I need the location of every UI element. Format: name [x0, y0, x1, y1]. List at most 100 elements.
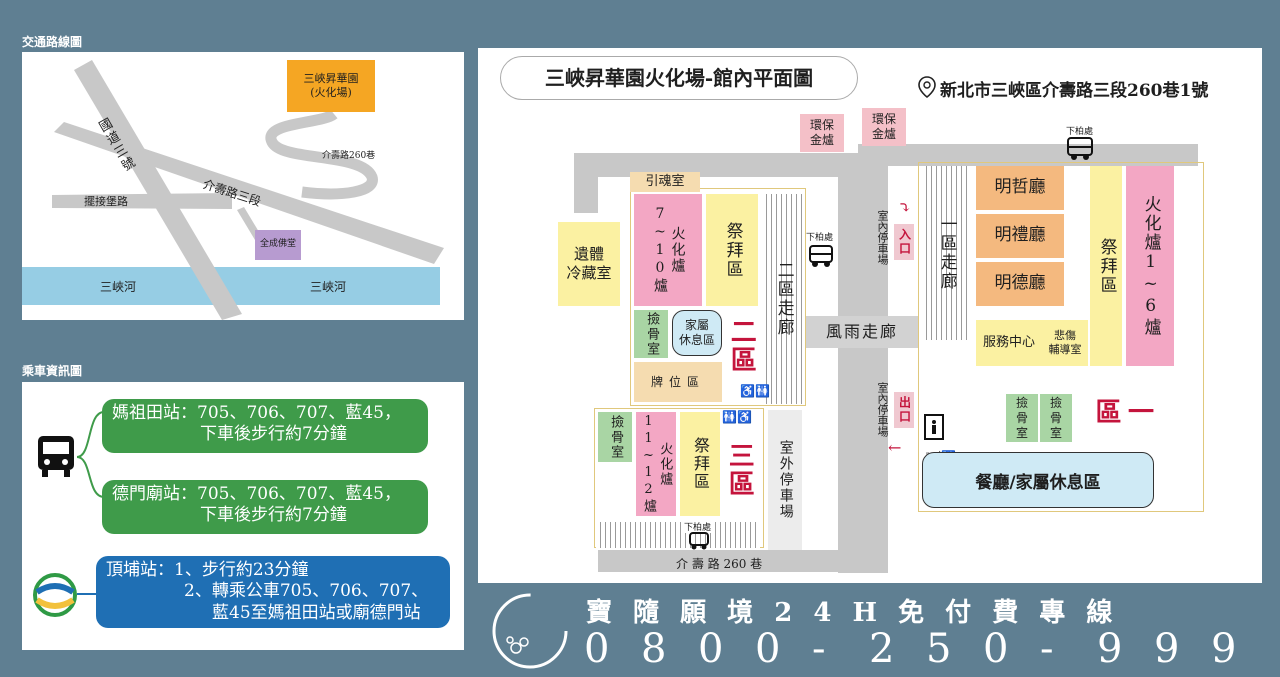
entrance-label: 入口	[894, 224, 914, 260]
indoor-parking-a: 室內停車場	[876, 210, 889, 265]
bus-stop-mazutian: 媽祖田站：705、706、707、藍45， 下車後步行約7分鐘	[102, 399, 428, 453]
hearse-icon-bottom	[688, 532, 710, 550]
metro-stop-dingpu-line2: 2、轉乘公車705、706、707、	[184, 581, 429, 602]
outdoor-parking: 室外停車場	[768, 410, 802, 550]
hotline-digit: 8	[641, 626, 667, 672]
lane-label: 介 壽 路 260 巷	[676, 557, 763, 571]
cold-storage-room: 遺體 冷藏室	[558, 222, 620, 306]
route-map-svg	[22, 60, 444, 320]
worship-area-b: 祭拜區	[680, 412, 720, 516]
metro-logo-icon	[32, 572, 78, 618]
rain-corridor: 風雨走廊	[806, 316, 918, 348]
road-bottom	[598, 550, 888, 572]
zone-3-label: 三區	[724, 442, 755, 498]
road-260-shape	[265, 109, 378, 200]
hotline-digit: -	[812, 626, 826, 672]
furnace-1-6: 火化爐1~6爐	[1126, 166, 1174, 366]
bone-room-c: 撿 骨 室	[1006, 394, 1038, 442]
road-center-vertical	[838, 153, 888, 573]
hearse-icon-top	[1066, 136, 1094, 162]
soul-room: 引魂室	[630, 172, 700, 192]
corridor-zone-2: 二區走廊	[762, 194, 804, 404]
elevator-icon	[924, 414, 944, 440]
road-bailin-shape	[52, 193, 232, 209]
bus-stop-mazutian-line1: 媽祖田站：705、706、707、藍45，	[112, 403, 401, 423]
hotline-digit: -	[1040, 626, 1054, 672]
exit-arrow-icon: ←	[888, 438, 902, 457]
worship-area-a: 祭拜區	[706, 194, 758, 306]
hotline-digit: 9	[1097, 626, 1123, 672]
road-top	[574, 153, 874, 177]
floorplan-panel: 三峽昇華園火化場-館內平面圖 新北市三峽區介壽路三段260巷1號 介 壽 路 2…	[478, 48, 1262, 583]
dropoff-lane-bottom	[596, 522, 760, 548]
temple-marker: 全成佛堂	[255, 230, 301, 260]
bus-info-title: 乘車資訊圖	[22, 364, 83, 378]
traffic-map-panel: 國道三號 介壽路三段 介壽路260巷 擺接堡路 三峽河 三峽河 三峽昇華園 (火…	[22, 52, 464, 320]
bus-stop-demen-line1: 德門廟站：705、706、707、藍45，	[112, 484, 401, 504]
hotline-label: 寶 隨 願 境 2 4 H 免 付 費 專 線	[586, 598, 1119, 628]
bus-stop-demen: 德門廟站：705、706、707、藍45， 下車後步行約7分鐘	[102, 480, 428, 534]
zone-1-outline	[918, 162, 1204, 512]
hotline-digit: 0	[983, 626, 1009, 672]
zone-2-outline	[630, 188, 806, 406]
bone-room-b: 撿骨室	[598, 412, 632, 462]
road-top-right	[858, 144, 1198, 166]
bus-icon	[36, 434, 76, 478]
indoor-parking-b: 室內停車場	[876, 382, 889, 437]
metro-stop-dingpu-line1: 頂埔站：1、步行約23分鐘	[106, 560, 309, 580]
bus-stop-mazutian-line2: 下車後步行約7分鐘	[200, 424, 347, 445]
bone-room-d: 撿 骨 室	[1040, 394, 1072, 442]
dropoff-label-top: 下柏處	[1066, 127, 1094, 137]
road-260-label: 介壽路260巷	[322, 151, 376, 161]
hall-mingli: 明禮廳	[976, 214, 1064, 258]
metro-stop-dingpu-line3: 藍45至媽祖田站或廟德門站	[212, 602, 421, 623]
hotline-digit: 9	[1154, 626, 1180, 672]
river-right-label: 三峽河	[310, 280, 347, 294]
hotline-digit: 5	[926, 626, 952, 672]
corridor-zone-1: 一區走廊	[922, 166, 970, 340]
hotline-digit: 0	[698, 626, 724, 672]
furnace-7-10: 火化爐7~10爐	[634, 194, 702, 306]
hall-mingzhe: 明哲廳	[976, 166, 1064, 210]
traffic-map-title: 交通路線圖	[22, 35, 83, 49]
hotline-digit: 0	[755, 626, 781, 672]
road-jieshou-shape	[54, 122, 444, 264]
furnace-11-12: 火化爐11~12爐	[636, 412, 676, 516]
hall-mingde: 明德廳	[976, 262, 1064, 306]
env-burner-1: 環保 金爐	[800, 114, 844, 152]
restroom-icon-b: 🚻♿	[722, 410, 752, 424]
bus-info-panel: 媽祖田站：705、706、707、藍45， 下車後步行約7分鐘 德門廟站：705…	[22, 382, 464, 650]
exit-label: 出口	[894, 392, 914, 428]
road-bailin-label: 擺接堡路	[84, 195, 128, 208]
hotline-digit: 9	[1211, 626, 1237, 672]
zone-1-label: 一區	[1091, 398, 1154, 426]
floorplan-address: 新北市三峽區介壽路三段260巷1號	[940, 81, 1209, 101]
floorplan-title: 三峽昇華園火化場-館內平面圖	[500, 56, 858, 100]
freeway-shape	[74, 60, 242, 320]
env-burner-2: 環保 金爐	[862, 108, 906, 146]
grief-counseling-room: 悲傷 輔導室	[1042, 320, 1088, 366]
bone-room-a: 撿骨室	[634, 310, 668, 358]
bus-stop-demen-line2: 下車後步行約7分鐘	[200, 505, 347, 526]
hotline-digit: 2	[869, 626, 895, 672]
family-rest-a: 家屬 休息區	[672, 310, 722, 356]
river-left-label: 三峽河	[100, 280, 137, 294]
zone-2-label: 二區	[726, 318, 757, 374]
road-left-vertical	[574, 153, 598, 213]
service-center: 服務中心	[976, 320, 1042, 366]
river-shape	[22, 267, 440, 305]
restroom-icon-a: ♿🚻	[740, 384, 770, 398]
tablet-area: 牌位區	[634, 362, 722, 402]
dropoff-label-middle: 下柏處	[806, 233, 834, 243]
brand-logo	[488, 590, 572, 672]
restaurant-family-rest: 餐廳/家屬休息區	[922, 452, 1154, 508]
entrance-arrow-icon: ⤵	[898, 198, 912, 217]
dropoff-label-bottom: 下柏處	[684, 520, 712, 533]
destination-marker: 三峽昇華園 (火化場)	[287, 60, 375, 112]
location-pin-icon	[918, 76, 936, 99]
hotline-digit: 0	[584, 626, 610, 672]
worship-area-c: 祭拜區	[1090, 166, 1122, 366]
hearse-icon-middle	[808, 244, 834, 268]
metro-stop-dingpu: 頂埔站：1、步行約23分鐘 2、轉乘公車705、706、707、 藍45至媽祖田…	[96, 556, 450, 628]
